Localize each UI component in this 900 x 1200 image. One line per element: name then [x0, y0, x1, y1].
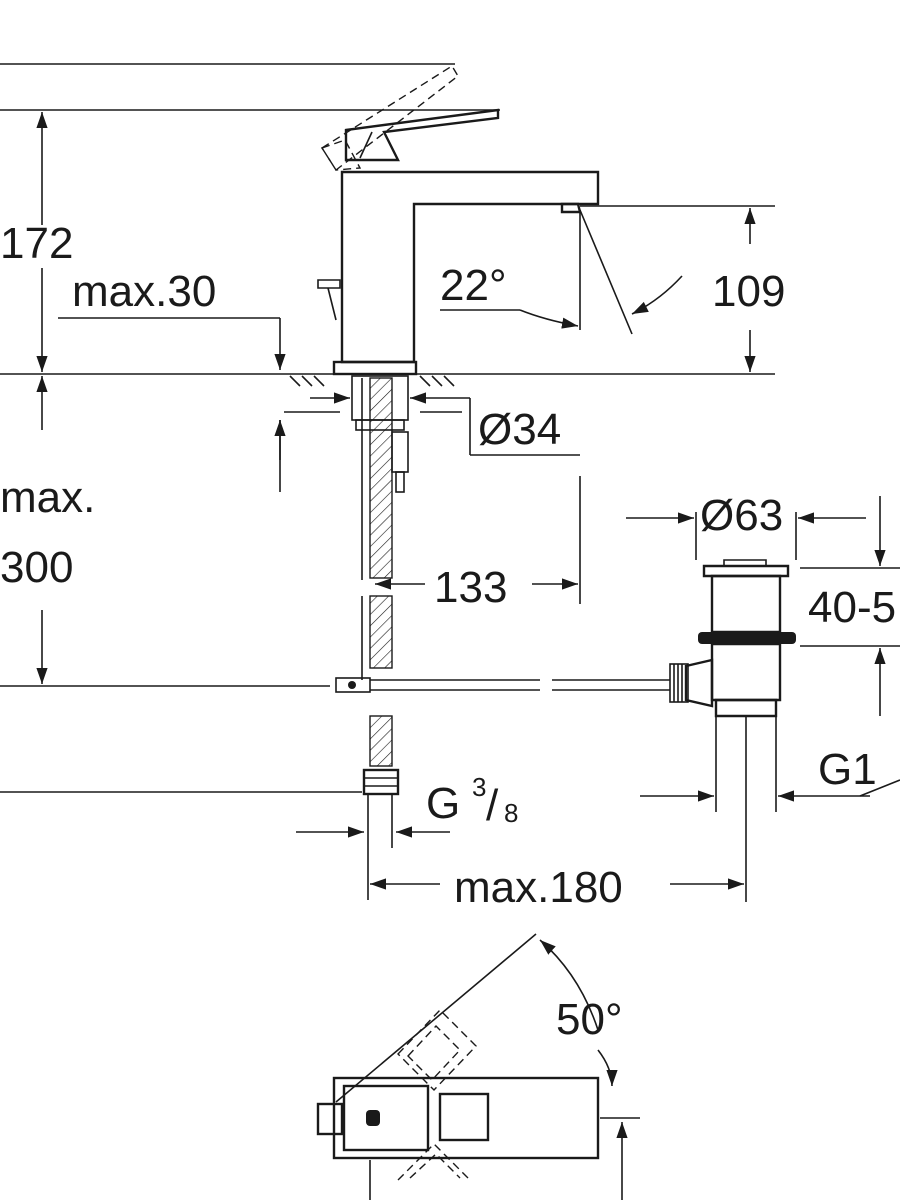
dimension-d34: Ø34	[274, 392, 580, 492]
dim-300-label: 300	[0, 543, 73, 592]
dim-max30-label: max.30	[72, 267, 216, 316]
top-extension-lines	[0, 63, 500, 111]
countertop	[0, 373, 775, 413]
dimension-109: 109	[580, 205, 785, 372]
dim-g1-label: G1	[818, 745, 877, 794]
dimension-angle-22: 22°	[440, 209, 683, 335]
dimension-133: 133	[375, 476, 581, 612]
dimension-max180: max.180	[370, 716, 747, 912]
dim-g38-slash: /	[486, 781, 499, 830]
faucet-body	[317, 65, 600, 376]
dim-d63-label: Ø63	[700, 491, 783, 540]
dim-g38-den: 8	[504, 798, 518, 828]
dim-g38-num: 3	[472, 772, 486, 802]
waste-assembly: Ø63 40-5 G1	[626, 491, 900, 812]
dim-max180-label: max.180	[454, 863, 623, 912]
dim-172-label: 172	[0, 219, 73, 268]
dimension-max300: max. 300	[0, 376, 330, 687]
dim-g38-main: G	[426, 779, 460, 828]
dim-50-label: 50°	[556, 995, 623, 1044]
dimension-max30: max.30	[58, 267, 286, 370]
dim-angle22-label: 22°	[440, 261, 507, 310]
dim-109-label: 109	[712, 267, 785, 316]
top-view: 50°	[316, 933, 640, 1200]
dimension-172: 172	[0, 112, 73, 372]
mounting-shank	[351, 375, 409, 680]
dim-max-label: max.	[0, 473, 95, 522]
dim-40-5-label: 40-5	[808, 583, 896, 632]
supply-connection: G 3 / 8	[0, 715, 518, 900]
popup-rod-horizontal	[335, 677, 670, 693]
dim-d34-label: Ø34	[478, 405, 561, 454]
dim-133-label: 133	[434, 563, 507, 612]
